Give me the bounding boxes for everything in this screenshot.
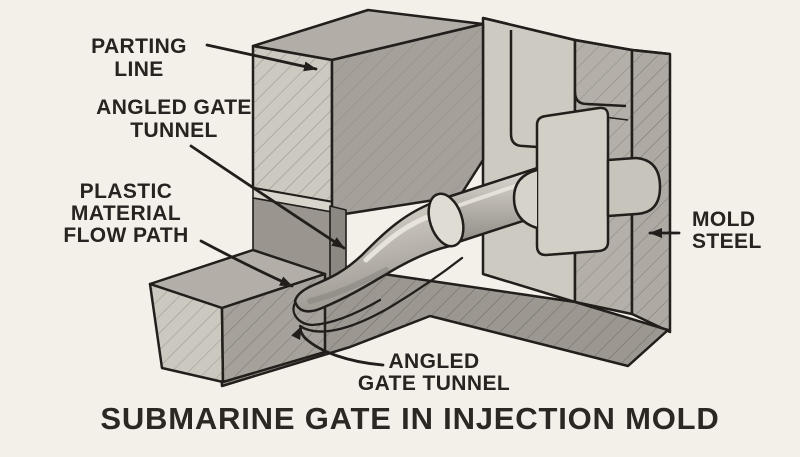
parting-line-label-2: LINE: [114, 58, 163, 81]
block-left-hatch: [253, 46, 332, 202]
gate-tube-highlight: [363, 211, 439, 263]
labels: PARTING LINE ANGLED GATE TUNNEL PLASTIC …: [63, 35, 761, 436]
sprue-puller-boss: [535, 106, 610, 257]
diagram-title: SUBMARINE GATE IN INJECTION MOLD: [100, 401, 719, 436]
gate-tube-shade: [307, 267, 389, 304]
angled-gate-top-arrow: [189, 144, 346, 250]
runner-and-gate: [292, 158, 574, 333]
cold-well-tab: [606, 156, 662, 218]
parting-line-arrow: [205, 43, 318, 72]
puller-bump: [512, 168, 538, 230]
flow-path-label-3: FLOW PATH: [63, 224, 188, 247]
flow-path-label-1: PLASTIC: [80, 180, 173, 203]
runner-end-cap: [427, 192, 465, 248]
block-front-hatch: [332, 24, 483, 216]
flow-path-label-2: MATERIAL: [71, 202, 181, 225]
cube-front-hatch: [150, 284, 223, 382]
tunnel-edge-inner: [292, 298, 382, 327]
angled-gate-bottom-arrow: [291, 325, 385, 367]
notch-step-left: [509, 30, 554, 162]
mold-steel-label-2: STEEL: [692, 230, 762, 253]
angled-gate-top-label-1: ANGLED GATE: [96, 96, 252, 119]
sprue-puller: [512, 106, 662, 257]
angled-gate-bottom-label-2: GATE TUNNEL: [358, 372, 510, 395]
tunnel-edge-outer: [298, 256, 464, 333]
submarine-gate-tunnel: [293, 198, 457, 313]
upper-mold-block: [251, 8, 485, 295]
angled-gate-top-label-2: TUNNEL: [130, 119, 218, 142]
leader-arrows: [189, 43, 681, 367]
flow-path-arrow: [199, 239, 294, 288]
mold-steel-label-1: MOLD: [692, 208, 755, 231]
wall-top-edge: [482, 16, 671, 56]
angled-gate-bottom-label-1: ANGLED: [388, 350, 479, 373]
parting-line-label-1: PARTING: [91, 35, 187, 58]
notch-step-right: [573, 91, 627, 108]
